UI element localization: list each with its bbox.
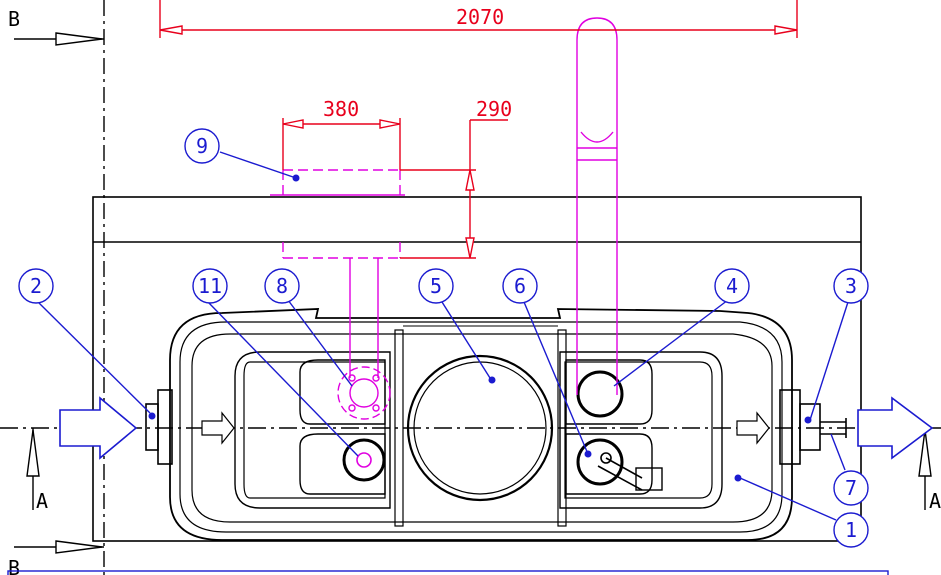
callout-6: 6 <box>502 268 538 304</box>
svg-text:7: 7 <box>845 476 857 500</box>
svg-text:8: 8 <box>276 274 288 298</box>
svg-text:6: 6 <box>514 274 526 298</box>
turret-6 <box>576 438 663 491</box>
leader-dots <box>148 174 812 482</box>
section-b-arrow-top <box>55 32 103 46</box>
tank-body <box>169 308 793 541</box>
section-b-label-bottom: B <box>8 556 20 575</box>
turret-4 <box>576 370 624 418</box>
section-a-label-left: A <box>36 489 48 513</box>
pit-outline <box>92 196 862 542</box>
section-b-arrow-bottom <box>55 540 103 554</box>
svg-text:2: 2 <box>30 274 42 298</box>
section-b-cutline <box>14 0 105 575</box>
section-a-arrow-left <box>26 429 40 477</box>
outlet-stub <box>779 389 847 465</box>
dimension-module-height <box>400 119 508 259</box>
callout-11: 11 <box>192 268 228 304</box>
pump-module-hidden <box>270 169 405 420</box>
svg-text:11: 11 <box>198 274 222 298</box>
dimension-label-2070: 2070 <box>456 5 504 29</box>
internal-flow-arrow-left <box>201 411 235 445</box>
section-a-label-right: A <box>929 489 941 513</box>
svg-text:3: 3 <box>845 274 857 298</box>
svg-text:5: 5 <box>430 274 442 298</box>
inlet-flow-arrow <box>59 396 138 460</box>
vent-pipe-hidden <box>576 17 618 395</box>
internal-flow-arrow-right <box>736 411 770 445</box>
section-b-label-top: B <box>8 7 20 31</box>
leader-lines <box>37 151 849 521</box>
section-a-arrow-right <box>918 429 932 477</box>
callout-4: 4 <box>714 268 750 304</box>
central-manhole <box>406 354 554 502</box>
svg-text:9: 9 <box>196 134 208 158</box>
callout-7: 7 <box>833 470 869 506</box>
section-a-cutline <box>0 427 941 510</box>
dimension-label-290: 290 <box>476 97 512 121</box>
outlet-flow-arrow <box>857 396 934 460</box>
callout-3: 3 <box>833 268 869 304</box>
callout-5: 5 <box>418 268 454 304</box>
callout-1: 1 <box>833 512 869 548</box>
callout-2: 2 <box>18 268 54 304</box>
callout-8: 8 <box>264 268 300 304</box>
turret-11 <box>342 438 386 482</box>
callout-9: 9 <box>184 128 220 164</box>
dimension-label-380: 380 <box>323 97 359 121</box>
svg-text:4: 4 <box>726 274 738 298</box>
pit-rectangle <box>92 196 862 542</box>
title-block-edge <box>7 570 889 575</box>
dimension-overall-width <box>159 0 798 38</box>
dimension-module-width <box>282 118 401 170</box>
inlet-stub <box>145 389 173 465</box>
svg-text:1: 1 <box>845 518 857 542</box>
